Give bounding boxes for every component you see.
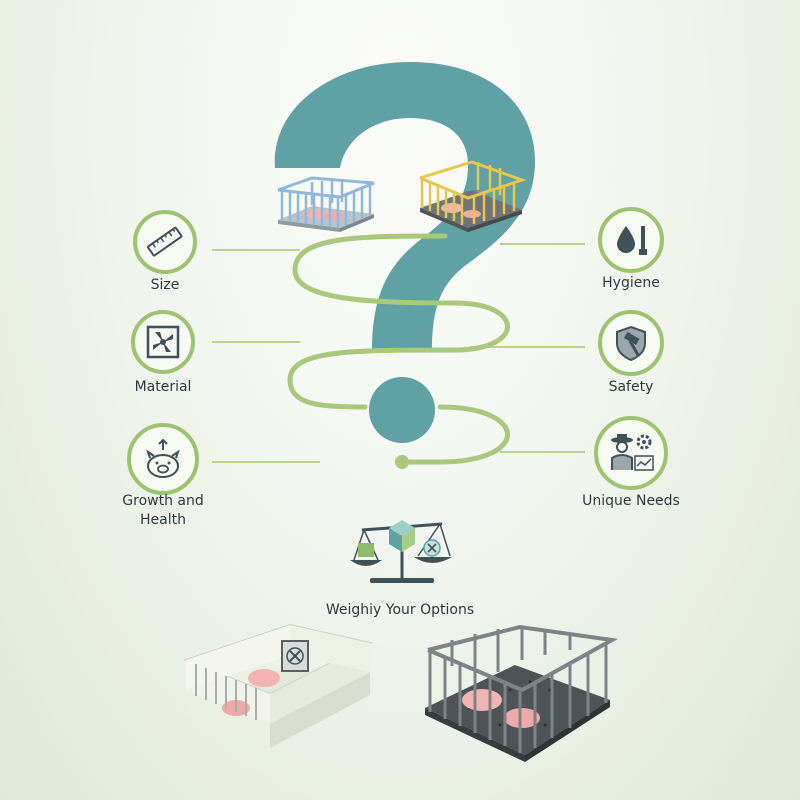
- factor-material-icon-circle: [131, 310, 195, 374]
- metal-pen-with-pigs-illustration: [425, 624, 619, 762]
- factor-size-label: Size: [150, 277, 180, 293]
- factor-hygiene-label: Hygiene: [602, 275, 660, 291]
- ruler-icon: [147, 226, 183, 257]
- small-yellow-pen-illustration: [419, 160, 527, 232]
- piggy-growth-icon: [146, 438, 180, 478]
- factor-material-label: Material: [134, 379, 192, 395]
- winding-path: [287, 233, 510, 465]
- weighing-options-caption: Weighiy Your Options: [325, 602, 475, 618]
- factor-safety-icon-circle: [598, 310, 664, 376]
- factor-hygiene-icon-circle: [598, 207, 664, 273]
- balance-scale-icon: [350, 520, 452, 583]
- factor-size-icon-circle: [133, 210, 197, 274]
- shield-hammer-icon: [616, 325, 646, 362]
- factor-unique-needs-icon-circle: [594, 416, 668, 490]
- question-mark: [274, 62, 535, 443]
- factor-growth-label: Growth and Health: [122, 493, 204, 528]
- factor-safety-label: Safety: [608, 379, 654, 395]
- water-drop-icon: [617, 226, 647, 255]
- path-end-dot: [395, 455, 409, 469]
- small-blue-pen-illustration: [277, 176, 375, 232]
- factor-unique-needs-label: Unique Needs: [582, 493, 680, 509]
- fan-icon: [146, 325, 180, 359]
- white-pen-with-fan-illustration: [183, 623, 373, 748]
- farmer-gear-icon: [611, 434, 654, 471]
- factor-growth-icon-circle: [127, 423, 199, 495]
